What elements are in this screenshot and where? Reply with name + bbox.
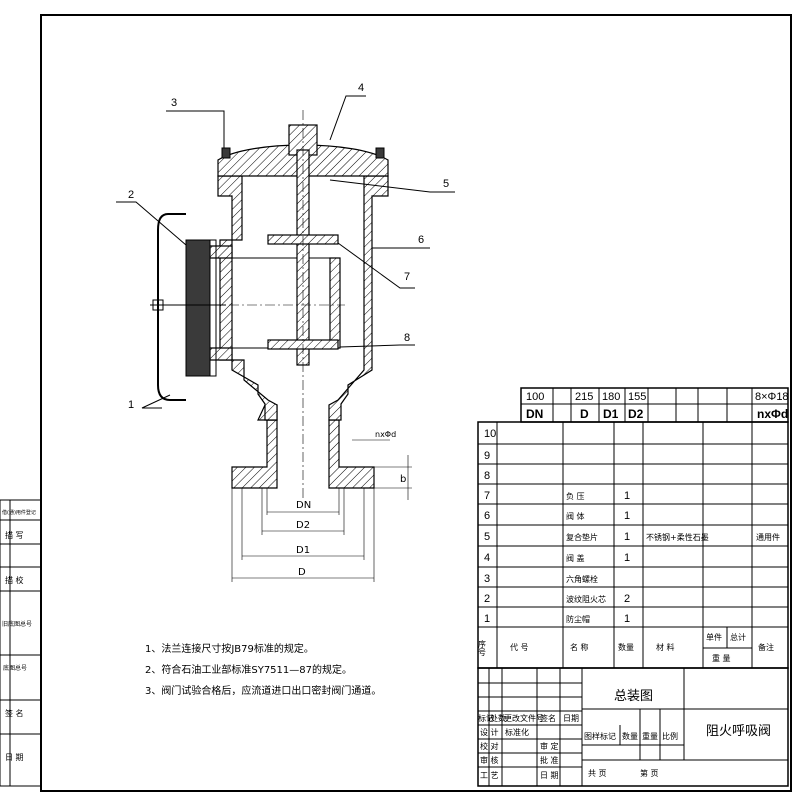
side-base: 底图总号: [3, 664, 27, 672]
callout-2: 2: [128, 189, 134, 201]
tb-approve: 批 准: [540, 755, 559, 765]
sheet-border: [40, 14, 792, 792]
valve-section: 3 2 1 4 5 6 7 8 DN D2 D1 D b nxΦd: [116, 82, 455, 582]
parts-qty: 1: [624, 552, 630, 564]
spec-d2-header: D2: [628, 407, 644, 421]
tb-qty: 数量: [622, 731, 638, 741]
tb-doc: 更改文件号: [504, 713, 544, 723]
parts-no: 5: [484, 531, 490, 543]
dim-d: D: [298, 567, 306, 578]
parts-no: 4: [484, 552, 490, 564]
tb-total-sheets: 共 页: [588, 769, 607, 778]
spec-d1-header: D1: [603, 407, 619, 421]
spec-table: 100 215 180 155 8×Φ18 DN D D1 D2 nxΦd: [520, 387, 789, 423]
parts-qty: 1: [624, 613, 630, 625]
parts-header-name: 名 称: [570, 642, 589, 652]
callout-3: 3: [171, 97, 177, 109]
tb-audit: 审 核: [480, 755, 499, 765]
parts-qty: 1: [624, 490, 630, 502]
dim-nxd: nxΦd: [375, 430, 396, 439]
callout-7: 7: [404, 271, 410, 283]
parts-header-single: 单件: [706, 632, 722, 642]
tb-stage: 图样标记: [584, 731, 616, 741]
parts-header-qty: 数量: [618, 642, 634, 652]
side-borrow: 借(通)用件登记: [2, 509, 36, 516]
spec-d-header: D: [580, 407, 589, 421]
parts-name: 负 压: [566, 491, 585, 501]
parts-no: 6: [484, 510, 490, 522]
parts-no: 3: [484, 573, 490, 585]
callout-1: 1: [128, 399, 134, 411]
parts-no: 1: [484, 613, 490, 625]
parts-name: 复合垫片: [566, 532, 598, 542]
parts-qty: 2: [624, 593, 630, 605]
note-3: 3、阀门试验合格后，应流道进口出口密封阀门通道。: [145, 684, 381, 697]
side-trace: 描 写: [5, 530, 24, 540]
parts-header-total: 总计: [730, 632, 746, 642]
side-sign: 签 名: [5, 708, 24, 718]
parts-name: 阀 盖: [566, 553, 585, 563]
parts-name: 波纹阻火芯: [566, 594, 606, 604]
parts-name: 阀 体: [566, 511, 585, 521]
tb-date: 日期: [563, 714, 579, 723]
callout-4: 4: [358, 82, 364, 94]
tb-design: 设 计: [480, 727, 499, 737]
parts-header-note: 备注: [758, 642, 774, 652]
parts-name: 六角螺栓: [566, 574, 598, 584]
tb-date2: 日 期: [540, 771, 559, 780]
tb-mark: 标记: [478, 713, 494, 723]
parts-no: 9: [484, 450, 490, 462]
tb-sign: 签名: [540, 713, 556, 723]
tb-review: 审 定: [540, 741, 559, 751]
dim-dn: DN: [296, 500, 311, 511]
spec-dn-header: DN: [526, 407, 543, 421]
callout-8: 8: [404, 332, 410, 344]
tb-sheet: 第 页: [640, 768, 659, 778]
spec-nxd-value: 8×Φ18: [755, 391, 789, 403]
parts-no: 8: [484, 470, 490, 482]
parts-qty: 1: [624, 510, 630, 522]
callout-6: 6: [418, 234, 424, 246]
side-block: 借(通)用件登记 描 写 描 校 旧底图总号 底图总号 签 名 日 期: [0, 499, 42, 787]
tb-weight: 重量: [642, 731, 658, 741]
arrestor-element: [185, 239, 211, 377]
spec-d1-value: 180: [602, 391, 620, 403]
title-block: 总装图 阻火呼吸阀 标记 处数 更改文件号 签名 日期 设 计 标准化 校 对 …: [477, 667, 789, 787]
spec-nxd-header: nxΦd: [757, 407, 788, 421]
parts-material: 不锈钢+柔性石墨: [646, 532, 709, 542]
note-2: 2、符合石油工业部标准SY7511—87的规定。: [145, 663, 352, 676]
note-1: 1、法兰连接尺寸按JB79标准的规定。: [145, 642, 314, 655]
side-check: 描 校: [5, 575, 24, 585]
parts-list: [477, 421, 789, 669]
parts-header-no: 序号: [478, 639, 487, 657]
parts-no: 7: [484, 490, 490, 502]
parts-header-material: 材 料: [656, 642, 675, 652]
parts-header-weight: 重 量: [712, 653, 731, 663]
tb-scale: 比例: [662, 731, 678, 741]
tb-std: 标准化: [505, 727, 529, 737]
parts-qty: 1: [624, 531, 630, 543]
parts-no: 10: [484, 428, 496, 440]
parts-header-code: 代 号: [510, 642, 529, 652]
tb-count: 处数: [490, 713, 506, 723]
parts-no: 2: [484, 593, 490, 605]
tb-proof: 校 对: [480, 741, 499, 751]
spec-d2-value: 155: [628, 391, 646, 403]
dim-b: b: [400, 474, 406, 485]
side-old: 旧底图总号: [2, 620, 32, 628]
parts-rows: 10 9 8 7 负 压 1 6 阀 体 1 5 复合垫片 1 不锈钢+柔性石墨 通用件 4 阀 盖 1 3 六角螺…: [484, 428, 780, 625]
parts-note: 通用件: [756, 532, 780, 542]
parts-name: 防尘帽: [566, 614, 590, 624]
spec-dn-value: 100: [526, 391, 544, 403]
callout-5: 5: [443, 178, 449, 190]
tb-craft: 工 艺: [480, 771, 499, 780]
assembly-title: 总装图: [614, 689, 653, 704]
dim-d2: D2: [296, 520, 310, 531]
spec-d-value: 215: [575, 391, 593, 403]
side-date: 日 期: [5, 753, 24, 762]
product-title: 阻火呼吸阀: [706, 724, 771, 739]
dim-d1: D1: [296, 545, 310, 556]
